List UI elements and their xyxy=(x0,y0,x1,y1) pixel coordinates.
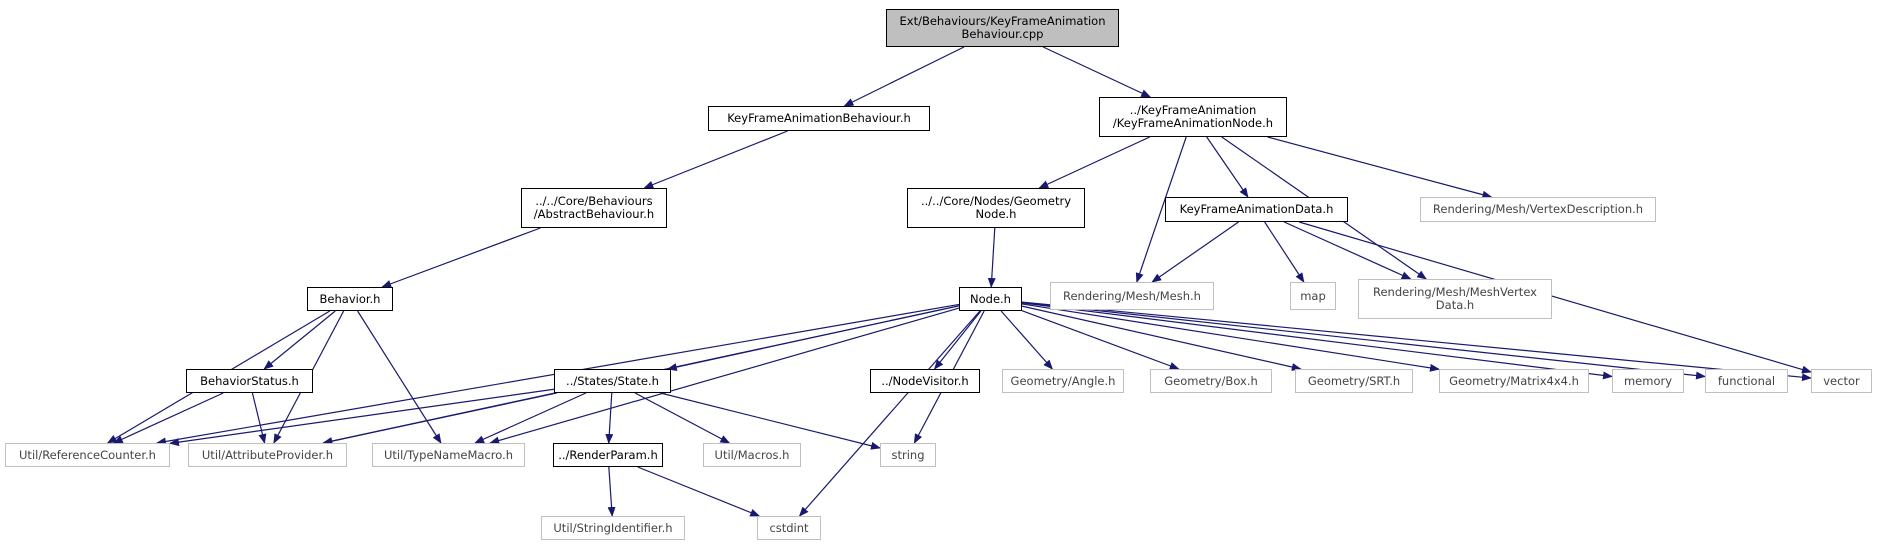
node-vector[interactable]: vector xyxy=(1811,369,1872,393)
edge-root-to-kfan-h xyxy=(1042,46,1152,98)
edge-kfan-h-to-vertexdesc-h xyxy=(1267,136,1493,199)
edge-state-h-to-attrprovider-h xyxy=(322,392,557,446)
node-renderparam-h[interactable]: ../RenderParam.h xyxy=(553,443,663,467)
node-kfan-h[interactable]: ../KeyFrameAnimation /KeyFrameAnimationN… xyxy=(1099,97,1287,137)
edge-state-h-to-renderparam-h xyxy=(605,392,614,444)
node-macros-h[interactable]: Util/Macros.h xyxy=(703,443,801,467)
node-srt-h[interactable]: Geometry/SRT.h xyxy=(1295,369,1413,393)
edge-behaviorstatus-h-to-refcounter-h xyxy=(112,392,224,444)
node-cstdint[interactable]: cstdint xyxy=(757,516,821,540)
node-node-h[interactable]: Node.h xyxy=(959,287,1022,311)
node-kfab-h[interactable]: KeyFrameAnimationBehaviour.h xyxy=(708,106,930,131)
edge-renderparam-h-to-cstdint xyxy=(637,466,761,517)
node-box-h[interactable]: Geometry/Box.h xyxy=(1150,369,1272,393)
node-kfadata-h[interactable]: KeyFrameAnimationData.h xyxy=(1165,197,1348,222)
edge-node-h-to-matrix-h xyxy=(1021,303,1440,372)
edge-root-to-kfab-h xyxy=(843,46,965,107)
node-meshvertex-h[interactable]: Rendering/Mesh/MeshVertex Data.h xyxy=(1358,279,1552,319)
node-nodevisitor-h[interactable]: ../NodeVisitor.h xyxy=(870,369,980,393)
node-memory[interactable]: memory xyxy=(1612,369,1684,393)
edge-state-h-to-typename-h xyxy=(474,392,587,444)
edge-behavior-h-to-typename-h xyxy=(357,310,442,444)
edge-geomnode-h-to-node-h xyxy=(987,227,996,288)
edge-state-h-to-refcounter-h xyxy=(169,388,555,447)
node-behaviorstatus-h[interactable]: BehaviorStatus.h xyxy=(186,369,313,393)
node-behavior-h[interactable]: Behavior.h xyxy=(307,287,393,311)
node-stringid-h[interactable]: Util/StringIdentifier.h xyxy=(541,516,685,540)
edge-behaviorstatus-h-to-attrprovider-h xyxy=(251,392,267,444)
node-state-h[interactable]: ../States/State.h xyxy=(554,369,671,393)
node-typename-h[interactable]: Util/TypeNameMacro.h xyxy=(372,443,525,467)
node-string[interactable]: string xyxy=(880,443,936,467)
edge-kfadata-h-to-vector xyxy=(1298,221,1812,374)
edge-node-h-to-cstdint xyxy=(798,310,981,517)
edge-node-h-to-srt-h xyxy=(1021,305,1302,371)
edge-node-h-to-box-h xyxy=(1021,310,1180,370)
edge-kfan-h-to-kfadata-h xyxy=(1206,136,1249,198)
node-functional[interactable]: functional xyxy=(1705,369,1788,393)
edge-node-h-to-nodevisitor-h xyxy=(933,310,982,370)
node-matrix-h[interactable]: Geometry/Matrix4x4.h xyxy=(1439,369,1589,393)
edge-kfan-h-to-mesh-h xyxy=(1135,136,1187,283)
edge-behavior-h-to-behaviorstatus-h xyxy=(263,310,336,370)
edge-renderparam-h-to-stringid-h xyxy=(607,466,616,517)
edge-kfadata-h-to-mesh-h xyxy=(1151,221,1239,283)
node-attrprovider-h[interactable]: Util/AttributeProvider.h xyxy=(188,443,347,467)
edge-node-h-to-vector xyxy=(1021,301,1812,382)
node-vertexdesc-h[interactable]: Rendering/Mesh/VertexDescription.h xyxy=(1420,197,1656,222)
edge-node-h-to-state-h xyxy=(666,305,960,372)
node-mesh-h[interactable]: Rendering/Mesh/Mesh.h xyxy=(1050,282,1214,310)
node-map[interactable]: map xyxy=(1290,282,1336,310)
edge-state-h-to-string xyxy=(660,392,881,450)
edge-abstract-h-to-behavior-h xyxy=(381,227,541,288)
edge-kfan-h-to-geomnode-h xyxy=(1038,136,1150,189)
edge-kfadata-h-to-meshvertex-h xyxy=(1283,221,1412,280)
node-root[interactable]: Ext/Behaviours/KeyFrameAnimation Behavio… xyxy=(886,9,1119,47)
edge-kfadata-h-to-map xyxy=(1264,221,1305,283)
edge-node-h-to-functional xyxy=(1021,301,1706,380)
edge-node-h-to-typename-h xyxy=(489,307,960,445)
node-refcounter-h[interactable]: Util/ReferenceCounter.h xyxy=(5,443,170,467)
edge-kfab-h-to-abstract-h xyxy=(643,130,788,189)
edge-state-h-to-macros-h xyxy=(634,392,731,444)
edge-node-h-to-angle-h xyxy=(1000,310,1054,370)
node-angle-h[interactable]: Geometry/Angle.h xyxy=(1002,369,1124,393)
node-abstract-h[interactable]: ../../Core/Behaviours /AbstractBehaviour… xyxy=(521,188,667,228)
edge-node-h-to-memory xyxy=(1021,302,1613,380)
node-geomnode-h[interactable]: ../../Core/Nodes/Geometry Node.h xyxy=(907,188,1085,228)
